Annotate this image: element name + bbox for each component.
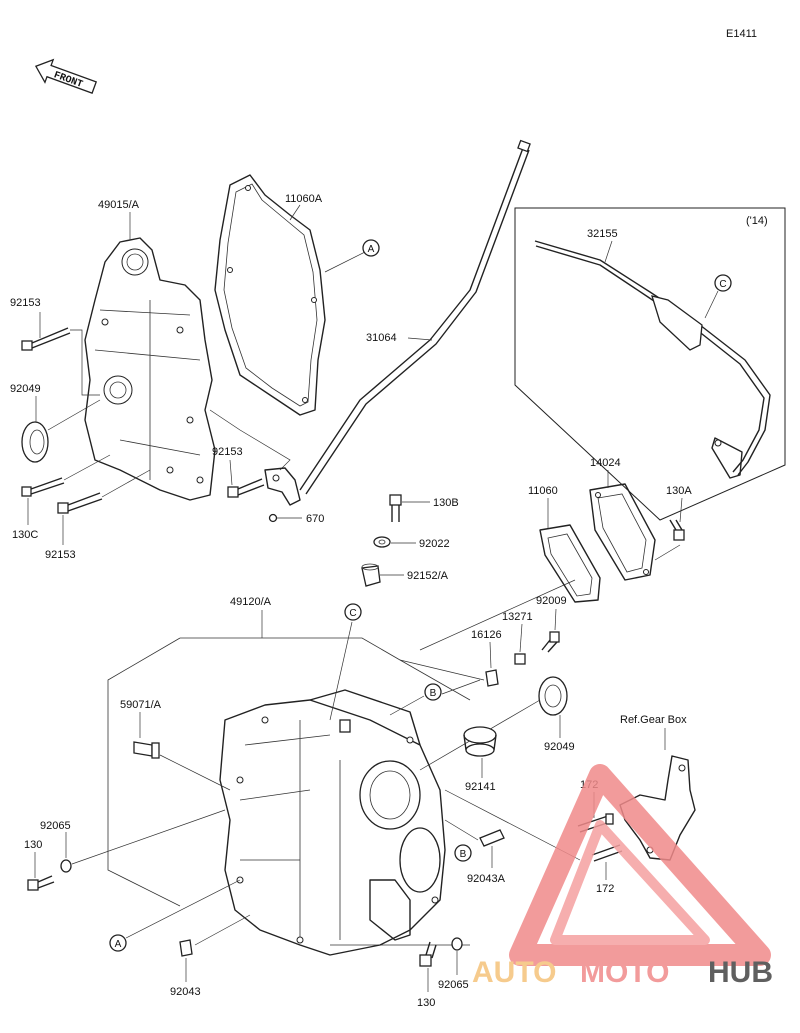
ref-a-top-label: A [368, 244, 375, 255]
dipstick-tube-bracket [264, 467, 301, 506]
ref-b-marker-lower [454, 844, 472, 862]
crankcase [219, 689, 446, 956]
dowel-92043 [179, 939, 193, 957]
dowel-92043a [479, 829, 505, 847]
part-130-left-label: 130 [24, 839, 42, 851]
bolt-130a [669, 519, 685, 541]
ref-b-marker-upper [424, 683, 442, 701]
part-130a-label: 130A [666, 485, 692, 497]
ref-c-marker-box [714, 274, 732, 292]
gear-box-bracket [619, 755, 696, 861]
ref-a-marker-top [362, 239, 380, 257]
year-variant-box [514, 207, 786, 521]
year-note: ('14) [746, 215, 768, 227]
part-14024-label: 14024 [590, 457, 621, 469]
bolt-92153-bottom-left [57, 492, 103, 514]
grommet-92152a [361, 563, 381, 587]
ref-c-marker-case [344, 603, 362, 621]
part-92152a-label: 92152/A [407, 570, 449, 582]
diagram-code: E1411 [726, 28, 757, 40]
part-92141-label: 92141 [465, 781, 496, 793]
ref-a-lower-label: A [115, 939, 122, 950]
part-92153-mid-label: 92153 [212, 446, 243, 458]
cover-gasket [214, 174, 326, 416]
automotohub-watermark: AUTO MOTO HUB [472, 764, 773, 989]
washer-92065-left [60, 859, 72, 873]
part-92043-label: 92043 [170, 986, 201, 998]
part-172-bot-label: 172 [596, 883, 614, 895]
part-11060a-label: 11060A [285, 193, 323, 205]
part-92049-right-label: 92049 [544, 741, 575, 753]
washer-92022 [373, 536, 391, 548]
ref-c-box-label: C [719, 279, 726, 290]
part-130b-label: 130B [433, 497, 459, 509]
part-32155-label: 32155 [587, 228, 618, 240]
part-92043a-label: 92043A [467, 873, 506, 885]
bolt-92009 [541, 631, 560, 653]
part-59071a-label: 59071/A [120, 699, 162, 711]
bolt-92153-middle [227, 478, 265, 498]
part-92065-left-label: 92065 [40, 820, 71, 832]
oil-seal-right [538, 676, 568, 716]
oring-670 [268, 513, 278, 523]
nut-13271 [514, 653, 526, 665]
bushing-92141 [463, 726, 497, 757]
dipstick-32155 [534, 240, 771, 479]
bolt-130-bottom [419, 941, 437, 967]
part-670-label: 670 [306, 513, 324, 525]
ref-c-case-label: C [349, 608, 356, 619]
part-16126-label: 16126 [471, 629, 502, 641]
plug-59071a [133, 741, 160, 759]
part-49120a-label: 49120/A [230, 596, 272, 608]
part-92022-label: 92022 [419, 538, 450, 550]
part-31064-label: 31064 [366, 332, 397, 344]
bolt-130-left [27, 875, 55, 891]
part-130-bottom-label: 130 [417, 997, 435, 1009]
ref-b-lower-label: B [460, 849, 467, 860]
part-13271-label: 13271 [502, 611, 533, 623]
watermark-hub: HUB [708, 956, 773, 989]
front-arrow-icon: FRONT [34, 58, 98, 94]
watermark-auto: AUTO [472, 956, 556, 989]
part-130c-label: 130C [12, 529, 38, 541]
part-92049-left-label: 92049 [10, 383, 41, 395]
gear-case-cover [84, 237, 216, 501]
part-92153-bl-label: 92153 [45, 549, 76, 561]
washer-92065-bottom [451, 937, 463, 951]
breather-cover-14024 [589, 483, 656, 581]
dowel-16126 [485, 669, 499, 687]
part-11060-label: 11060 [528, 485, 558, 497]
part-92009-label: 92009 [536, 595, 567, 607]
bolt-92153-top [21, 327, 71, 351]
breather-gasket-11060 [539, 524, 601, 603]
bolt-130b [389, 494, 402, 522]
part-92153-top-label: 92153 [10, 297, 41, 309]
part-92065-bottom-label: 92065 [438, 979, 469, 991]
ref-a-marker-lower [109, 934, 127, 952]
part-49015a-label: 49015/A [98, 199, 140, 211]
oil-seal-left [21, 421, 49, 463]
ref-gear-box-note: Ref.Gear Box [620, 714, 687, 726]
dipstick-tube [299, 139, 531, 495]
bolt-130c [21, 477, 65, 497]
ref-b-upper-label: B [430, 688, 437, 699]
watermark-moto: MOTO [580, 956, 669, 989]
